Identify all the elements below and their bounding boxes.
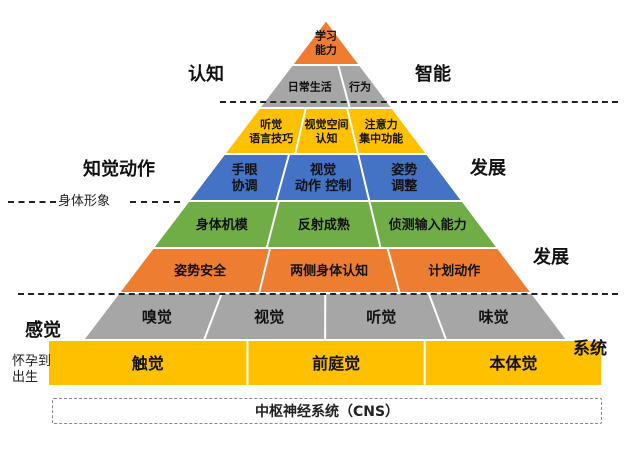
label-intelligence: 智能 [415,64,451,85]
label-sense: 感觉 [25,320,61,341]
band-level5-divider-0 [265,200,280,249]
label-perceptual-motor: 知觉动作 [83,159,155,180]
label-development-lower: 发展 [533,247,569,268]
band-level2-divider-0 [337,64,351,109]
band-level5-divider-1 [368,200,382,249]
band-level3-divider-1 [346,107,360,155]
divider-cognition [220,101,618,103]
band-level4-label-2: 姿势调整 [391,162,418,194]
band-level7-divider-0 [203,292,223,341]
cns-base: 中枢神经系统（CNS） [52,398,602,424]
band-level6-label-2: 计划动作 [428,263,480,279]
band-level6-divider-1 [386,247,401,294]
band-apex-label-0: 学习能力 [315,28,337,56]
band-level2-label-1: 行为 [348,79,371,93]
label-pregnancy-to-birth: 怀孕到 出生 [12,354,52,385]
band-level2-label-0: 日常生活 [288,79,332,93]
divider-body-image-right [130,201,180,203]
band-level5-label-2: 侦测输入能力 [388,217,467,233]
band-level3-label-2: 注意力集中功能 [358,117,403,145]
band-level8 [47,339,603,387]
label-cognition: 认知 [188,64,224,85]
band-level6-label-1: 两侧身体认知 [290,263,368,279]
label-development-upper: 发展 [470,158,506,179]
band-level4-label-1: 视觉动作 控制 [295,162,352,194]
band-level6-label-0: 姿势安全 [174,263,227,279]
band-level4-divider-0 [275,153,291,202]
band-level3-label-0: 听觉语言技巧 [249,117,293,145]
band-level8-label-1: 前庭觉 [312,354,360,373]
band-level7-divider-2 [427,292,448,341]
label-body-image: 身体形象 [58,194,111,209]
band-level5-label-1: 反射成熟 [298,217,350,233]
band-level8-label-0: 触觉 [131,354,164,373]
band-level4-label-0: 手眼协调 [232,162,259,194]
band-level7-label-2: 听觉 [366,308,396,326]
band-level7-label-3: 味觉 [478,308,508,326]
band-level5-label-0: 身体机模 [196,217,249,233]
band-level4-divider-1 [357,153,371,202]
divider-sense [18,293,618,295]
band-level3-divider-0 [294,107,307,155]
band-level6-divider-0 [258,247,272,294]
band-level3-label-1: 视觉空间认知 [305,117,349,145]
label-system: 系统 [573,339,607,359]
band-level8-label-2: 本体觉 [489,354,537,373]
band-level7-label-1: 视觉 [254,308,284,326]
divider-body-image [8,201,56,203]
band-level7-label-0: 嗅觉 [142,308,172,326]
